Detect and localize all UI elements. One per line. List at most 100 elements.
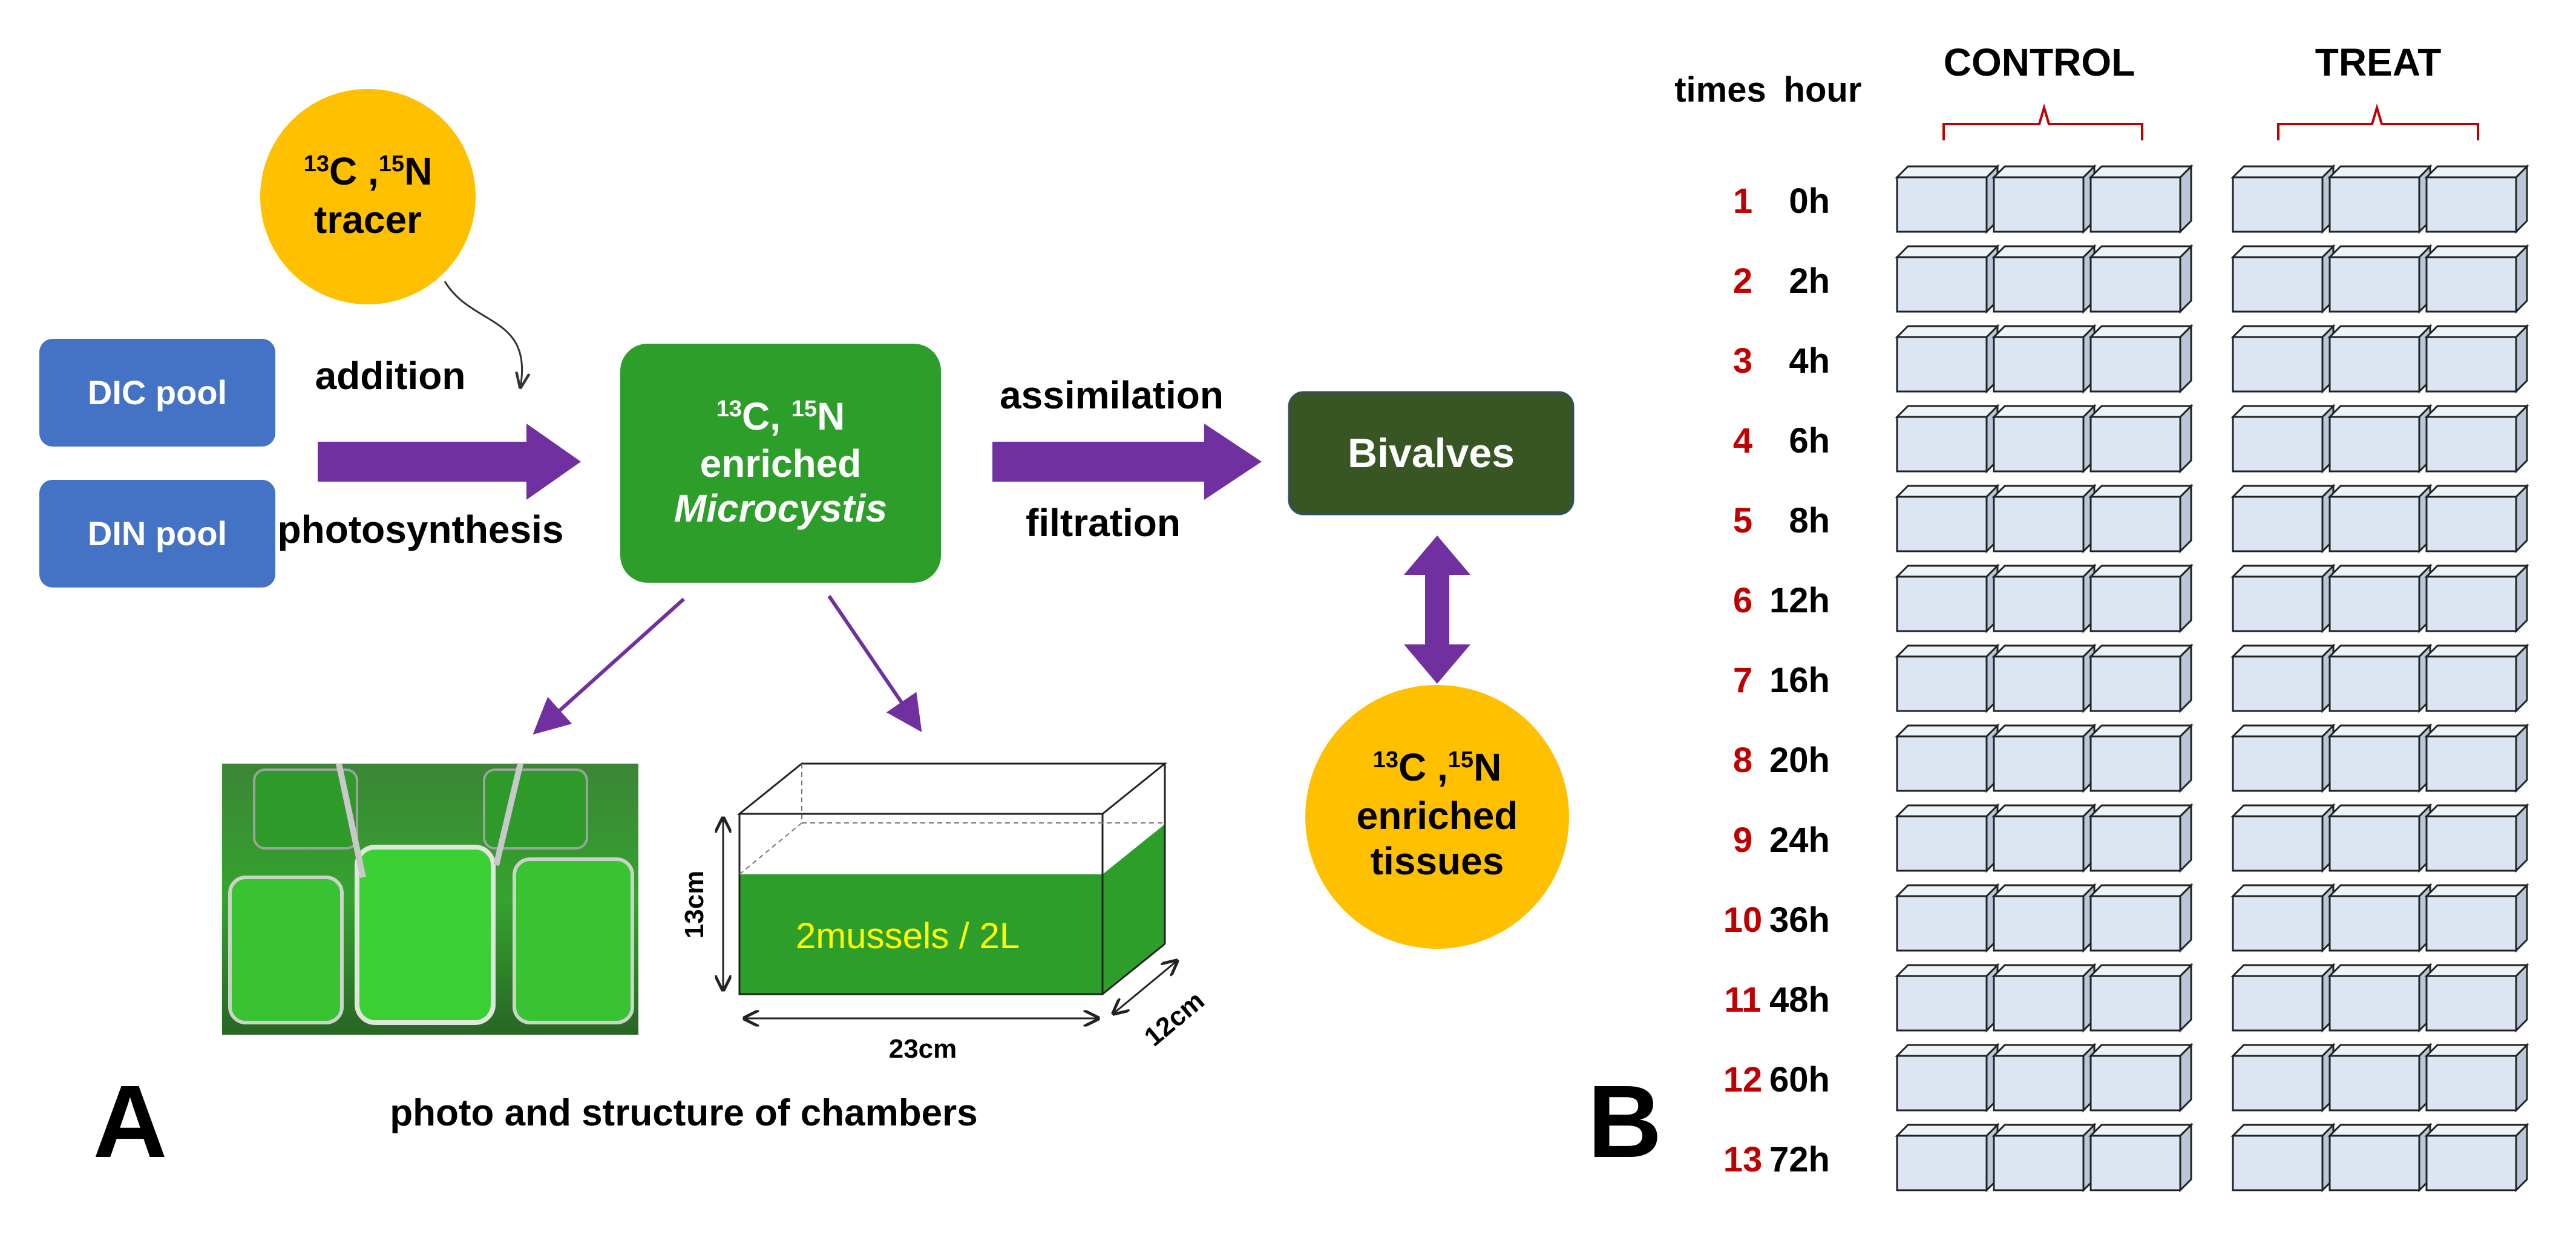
time-hour: 4h [1789, 341, 1830, 381]
chamber-photo [222, 762, 638, 1035]
control-chamber [2088, 404, 2194, 474]
control-chamber [1991, 483, 2097, 554]
time-index: 11 [1724, 980, 1761, 1020]
chamber-box-top [2088, 245, 2194, 258]
control-chamber [1895, 643, 2000, 713]
tracer-circle [260, 89, 476, 304]
chamber-box-top [2424, 1044, 2529, 1057]
chamber-box-top [1991, 1124, 2097, 1137]
chamber-box-top [2424, 804, 2529, 817]
chamber-box-front [2329, 655, 2420, 712]
chamber-box-front [1993, 416, 2085, 473]
chamber-box-top [2088, 1124, 2194, 1137]
treat-chamber [2327, 963, 2433, 1033]
chamber-box-front [2089, 1055, 2181, 1112]
treat-chamber [2424, 164, 2529, 234]
chamber-box-front [2089, 416, 2181, 473]
tissues-isotopes: 13C ,15N [1373, 745, 1502, 789]
bivalves-label: Bivalves [1348, 430, 1515, 476]
control-chamber [2088, 1043, 2194, 1113]
chamber-box-front [2089, 336, 2181, 393]
chamber-box-front [2329, 256, 2420, 313]
treat-chamber [2230, 483, 2336, 554]
treat-chamber [2230, 883, 2336, 953]
control-chamber [1895, 883, 2000, 953]
chamber-box-front [2232, 1135, 2324, 1191]
chamber-box-top [2088, 485, 2194, 498]
chamber-box-front [2425, 895, 2517, 952]
chamber-box-top [2230, 565, 2336, 578]
treat-chamber [2230, 643, 2336, 713]
chamber-box-front [1993, 815, 2085, 872]
chamber-box-top [2230, 804, 2336, 817]
photo-tray-right [513, 857, 634, 1024]
chamber-box-top [2327, 1044, 2433, 1057]
chamber-box-front [1993, 496, 2085, 552]
tissues-node: 13C ,15N enriched tissues [1305, 685, 1569, 949]
control-chamber [1895, 1122, 2000, 1193]
control-chamber [1991, 1122, 2097, 1193]
chamber-box-top [2230, 485, 2336, 498]
treat-chamber [2327, 404, 2433, 474]
time-index: 12 [1723, 1060, 1763, 1099]
chamber-box-front [2232, 416, 2324, 473]
chamber-box-front [1896, 176, 1988, 233]
treat-chamber [2230, 803, 2336, 873]
chamber-box-top [1895, 1044, 2000, 1057]
chamber-box-top [2327, 644, 2433, 658]
depth-dimension-label: 12cm [1139, 986, 1210, 1052]
chamber-box-front [2232, 975, 2324, 1032]
chamber-box-front [2425, 575, 2517, 632]
chamber-box-top [2327, 565, 2433, 578]
chamber-box-top [1991, 644, 2097, 658]
treat-chamber [2424, 803, 2529, 873]
microcystis-box [620, 344, 941, 583]
control-chamber [1895, 1043, 2000, 1113]
photo-tray-center [355, 845, 496, 1025]
chamber-box-top [1895, 804, 2000, 817]
treat-chamber [2230, 244, 2336, 314]
treat-chamber [2230, 563, 2336, 634]
chamber-box-front [1993, 655, 2085, 712]
control-chamber [1895, 803, 2000, 873]
microcystis-iso2-el: N [817, 395, 845, 438]
control-bracket [1942, 103, 2143, 140]
control-chamber [2088, 563, 2194, 634]
dic-pool-label: DIC pool [88, 373, 227, 411]
control-chamber [1991, 723, 2097, 793]
chamber-box-front [2329, 975, 2420, 1032]
chamber-box-front [2232, 336, 2324, 393]
chamber-box-front [1993, 735, 2085, 792]
control-chamber [1895, 324, 2000, 394]
control-chamber [2088, 963, 2194, 1033]
chamber-box-front [2089, 256, 2181, 313]
chamber-box-front [1993, 176, 2085, 233]
control-chamber [2088, 1122, 2194, 1193]
time-hour: 12h [1769, 581, 1830, 620]
chamber-box-top [2327, 325, 2433, 338]
chamber-box-front [1896, 1055, 1988, 1112]
chamber-box-top [2424, 325, 2529, 338]
chamber-box-top [1991, 165, 2097, 178]
chamber-box-front [2329, 176, 2420, 233]
chamber-box-top [2230, 1044, 2336, 1057]
chamber-box-top [2088, 325, 2194, 338]
chamber-box-top [2327, 1124, 2433, 1137]
treat-chamber [2327, 563, 2433, 634]
chamber-box-top [1895, 565, 2000, 578]
tracer-iso1-el: C [329, 149, 357, 193]
width-dimension-label: 23cm [889, 1034, 957, 1064]
chamber-box-front [2329, 336, 2420, 393]
chamber-box-top [2327, 964, 2433, 977]
time-hour: 2h [1789, 261, 1830, 301]
chamber-box-top [2424, 1124, 2529, 1137]
time-index: 7 [1733, 661, 1752, 700]
chamber-box-top [2230, 325, 2336, 338]
time-index: 13 [1723, 1140, 1763, 1179]
treat-header: TREAT [2315, 41, 2442, 84]
